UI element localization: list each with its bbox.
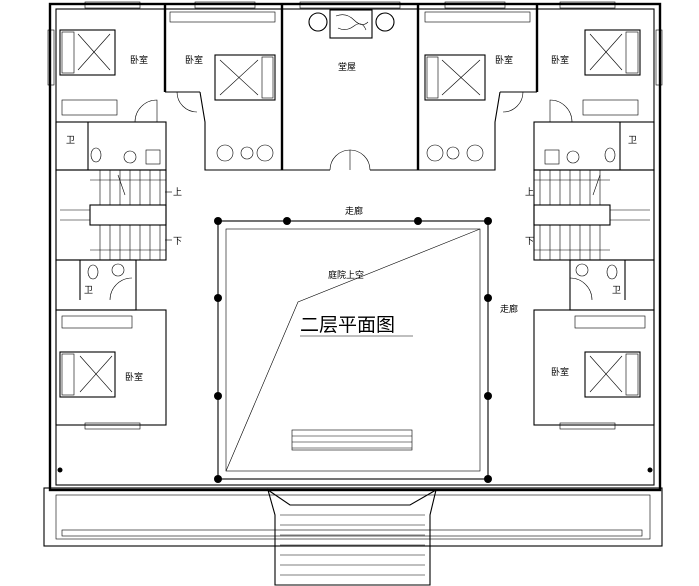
courtyard-void [217, 220, 489, 480]
label-bedroom-bottom-left: 卧室 [125, 371, 143, 383]
hall-altar-table [308, 9, 395, 39]
label-bath-top-left: 卫 [66, 136, 75, 146]
bed-top-left [59, 29, 118, 116]
bed-top-right-2 [424, 11, 531, 162]
label-corridor-top: 走廊 [345, 205, 363, 217]
label-bedroom-top-left-2: 卧室 [185, 54, 203, 66]
bath-top-left [55, 121, 167, 171]
label-bath-top-right: 卫 [628, 136, 637, 146]
label-bedroom-top-left: 卧室 [130, 54, 148, 66]
plan-title: 二层平面图 [300, 314, 395, 336]
bedroom-bottom-left [55, 309, 167, 430]
exterior-walls [48, 2, 662, 492]
bedroom-bottom-right [533, 309, 655, 430]
label-courtyard-void: 庭院上空 [328, 269, 364, 281]
stair-left [55, 169, 172, 261]
roof-eave [267, 488, 437, 586]
bed-top-right [582, 29, 641, 116]
label-stair-up-right: 上 [525, 187, 534, 198]
label-bedroom-top-right-2: 卧室 [495, 54, 513, 66]
columns [57, 217, 653, 483]
label-hall: 堂屋 [338, 61, 356, 73]
top-room-walls [56, 4, 654, 171]
bed-top-left-2 [169, 11, 276, 162]
label-bath-bottom-left: 卫 [84, 286, 93, 296]
label-bath-bottom-right: 卫 [612, 286, 621, 296]
bath-bottom-right [569, 259, 655, 311]
stair-right [533, 169, 655, 261]
bath-bottom-left [55, 259, 137, 311]
label-bedroom-top-right: 卧室 [551, 54, 569, 66]
label-stair-down-right: 下 [525, 237, 534, 247]
label-corridor-right: 走廊 [500, 303, 518, 315]
label-stair-up-left: 上 [173, 187, 182, 198]
label-stair-down-left: 下 [173, 237, 182, 247]
balcony-railing [43, 487, 663, 547]
label-bedroom-bottom-right: 卧室 [551, 366, 569, 378]
bath-top-right [533, 121, 655, 171]
top-windows [47, 1, 663, 86]
